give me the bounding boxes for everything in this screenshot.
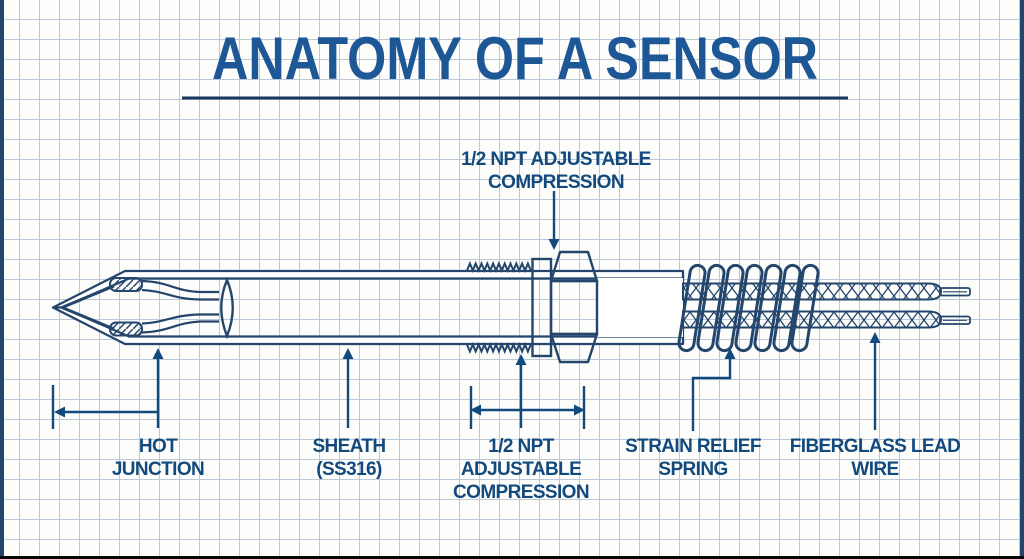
npt-top-arrowhead xyxy=(548,239,560,250)
hot-junction-label-line1: HOT xyxy=(139,436,178,457)
strain-relief-spring xyxy=(677,263,820,353)
hex-nut-center-facet xyxy=(549,279,599,336)
npt-bottom-arrowhead xyxy=(515,354,527,365)
conductor-tip-top xyxy=(939,287,971,297)
spring-coil xyxy=(753,263,783,353)
thermo-wire-1b xyxy=(141,288,219,301)
npt-bottom-label-line1: 1/2 NPT xyxy=(488,436,554,457)
page-title: ANATOMY OF A SENSOR xyxy=(212,25,818,92)
insulator-bead xyxy=(220,276,234,340)
spring-coil xyxy=(677,263,707,353)
fiberglass-arrowhead xyxy=(869,332,881,343)
conductor-tip-bottom xyxy=(939,315,971,325)
right-border xyxy=(1020,0,1024,559)
hot-junction-arrowhead xyxy=(152,348,164,359)
strain-relief-label-line2: SPRING xyxy=(658,459,727,480)
left-border xyxy=(0,0,4,559)
spring-coil xyxy=(790,263,820,353)
spring-coil xyxy=(772,263,802,353)
spring-coil xyxy=(734,263,764,353)
tube-interior xyxy=(597,278,683,337)
strain-relief-label-line1: STRAIN RELIEF xyxy=(625,436,761,457)
strain-relief-leader xyxy=(691,358,732,431)
npt-top-label-line2: COMPRESSION xyxy=(488,172,624,193)
thermo-wire-2b xyxy=(141,320,219,334)
npt-threads xyxy=(466,260,532,355)
npt-bottom-label-line3: COMPRESSION xyxy=(453,482,589,503)
thermo-wire-1a xyxy=(141,279,219,294)
hot-junction-assembly xyxy=(61,276,234,340)
weld-bead-top-hatch xyxy=(110,278,142,291)
bottom-border xyxy=(0,556,1024,559)
sheath-label-line1: SHEATH xyxy=(312,436,385,457)
callout-labels: 1/2 NPT ADJUSTABLE COMPRESSION HOT JUNCT… xyxy=(112,149,961,503)
npt-dim-arrowhead-right xyxy=(574,404,585,416)
threads-bottom xyxy=(466,341,532,355)
npt-dim-arrowhead-left xyxy=(470,404,481,416)
junction-wire-lower xyxy=(61,306,115,331)
spring-coil xyxy=(715,263,745,353)
sheath-arrowhead xyxy=(342,348,354,359)
callout-leaders xyxy=(51,191,881,431)
thermo-wire-2a xyxy=(141,313,219,325)
fiberglass-label-line2: WIRE xyxy=(851,459,898,480)
threads-top xyxy=(466,260,532,274)
strain-relief-arrowhead xyxy=(724,348,736,359)
lead-wire-top-braid xyxy=(683,283,941,300)
fiberglass-label-line1: FIBERGLASS LEAD xyxy=(790,436,960,457)
sheath-top-wall-fill xyxy=(53,271,683,308)
hot-junction-dim-arrowhead xyxy=(54,406,65,418)
junction-wire-upper xyxy=(61,284,115,309)
compression-fitting xyxy=(531,250,599,364)
sheath-label-line2: (SS316) xyxy=(316,459,382,480)
weld-bead-bottom-hatch xyxy=(110,322,142,336)
sheath-bottom-wall-fill xyxy=(53,307,683,344)
spring-coil xyxy=(696,263,726,353)
hot-junction-label-line2: JUNCTION xyxy=(112,459,204,480)
npt-top-label-line1: 1/2 NPT ADJUSTABLE xyxy=(461,149,651,170)
npt-bottom-label-line2: ADJUSTABLE xyxy=(461,459,581,480)
